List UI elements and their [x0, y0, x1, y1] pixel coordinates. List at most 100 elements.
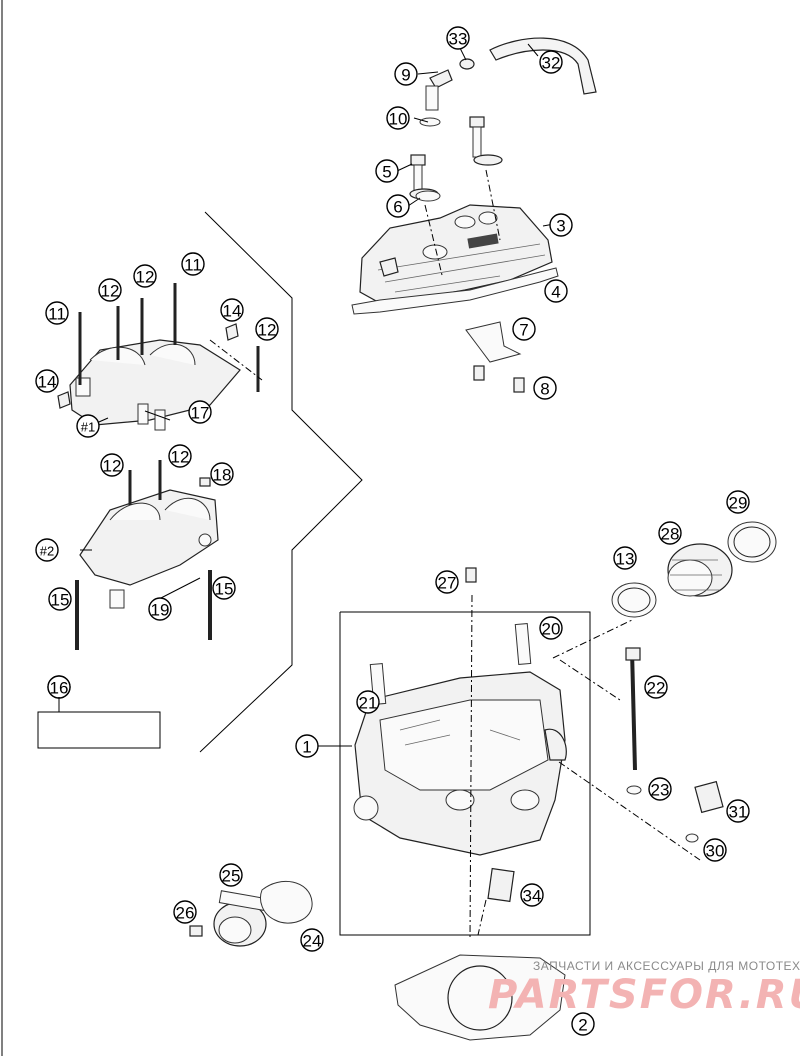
callout-c12a-circle — [98, 278, 122, 302]
dowel-pins-15 — [75, 460, 212, 650]
callout-c9: 9 — [394, 62, 418, 86]
callout-c32-circle — [539, 50, 563, 74]
callout-c19-circle — [148, 597, 172, 621]
callout-c11a-label: 11 — [48, 305, 66, 324]
callout-c11a-circle — [45, 301, 69, 325]
callout-c24-label: 24 — [303, 932, 322, 951]
callout-h2-circle — [35, 538, 59, 562]
nut-14b — [225, 323, 239, 341]
callout-c28-label: 28 — [661, 525, 680, 544]
callout-c12c: 12 — [255, 317, 279, 341]
screw-27 — [465, 567, 477, 583]
callout-c14a: 14 — [35, 369, 59, 393]
callout-c7-label: 7 — [519, 321, 528, 340]
callout-c12c-label: 12 — [258, 321, 277, 340]
callout-c5-circle — [375, 159, 399, 183]
callout-c30-label: 30 — [706, 842, 725, 861]
callout-c19: 19 — [148, 597, 172, 621]
washer-6 — [415, 190, 441, 202]
callout-c4: 4 — [544, 279, 568, 303]
callout-c8-label: 8 — [540, 380, 549, 399]
callout-c21-label: 21 — [359, 694, 378, 713]
callout-c18: 18 — [210, 462, 234, 486]
camshaft-bridge-lower — [79, 489, 219, 609]
callout-c28: 28 — [658, 521, 682, 545]
callout-c27-label: 27 — [438, 574, 457, 593]
callout-c15a: 15 — [48, 587, 72, 611]
valve-guide-20 — [514, 623, 532, 665]
callout-c12e-label: 12 — [171, 448, 190, 467]
callout-c8-circle — [533, 376, 557, 400]
cylinder-head-frame — [339, 611, 591, 936]
callout-h1: #1 — [76, 414, 100, 438]
callout-c14b-circle — [220, 298, 244, 322]
callout-h1-label: #1 — [81, 420, 95, 435]
callout-c10-label: 10 — [389, 110, 408, 129]
callout-c29-label: 29 — [729, 494, 748, 513]
callout-c19-label: 19 — [151, 601, 170, 620]
callout-c15b-circle — [212, 576, 236, 600]
callout-c11a: 11 — [45, 301, 69, 325]
temp-sensor — [694, 780, 724, 814]
callout-c15a-circle — [48, 587, 72, 611]
callout-c23-label: 23 — [651, 781, 670, 800]
callout-c11b-circle — [181, 252, 205, 276]
callout-c30: 30 — [703, 838, 727, 862]
callout-c26-circle — [173, 900, 197, 924]
callout-c1: 1 — [295, 734, 319, 758]
callout-c13-label: 13 — [616, 550, 635, 569]
callout-c17: 17 — [188, 400, 212, 424]
screw-26 — [189, 925, 203, 937]
callout-c12d: 12 — [100, 453, 124, 477]
callout-c31-label: 31 — [729, 803, 748, 822]
callout-c1-label: 1 — [302, 738, 311, 757]
callout-c15b: 15 — [212, 576, 236, 600]
callout-c24-circle — [300, 928, 324, 952]
callout-c32-label: 32 — [542, 54, 561, 73]
callout-kit-16-label: 16 — [50, 679, 69, 698]
cover-bracket — [465, 321, 522, 363]
center-lines — [209, 169, 701, 941]
callout-c25-circle — [219, 863, 243, 887]
head-gasket-bore — [447, 965, 513, 1031]
watermark-logo: PARTSFOR.RU — [488, 972, 800, 1018]
callout-c14b-label: 14 — [223, 302, 242, 321]
callout-c28-circle — [658, 521, 682, 545]
callout-c9-label: 9 — [401, 66, 410, 85]
plug-18 — [199, 477, 211, 487]
callout-c33: 33 — [446, 26, 470, 50]
exhaust-gasket-24 — [260, 881, 313, 924]
callout-c34: 34 — [520, 883, 544, 907]
cover-bolt-2 — [469, 116, 503, 166]
nut-14 — [57, 391, 71, 409]
callout-h2: #2 — [35, 538, 59, 562]
cylinder-head — [353, 671, 567, 856]
callout-h2-label: #2 — [40, 544, 54, 559]
callout-c22: 22 — [644, 675, 668, 699]
callout-c33-label: 33 — [449, 30, 468, 49]
washer-23 — [626, 785, 642, 795]
callout-c22-label: 22 — [647, 679, 666, 698]
callout-c14a-label: 14 — [38, 373, 57, 392]
hose-clip — [459, 58, 475, 70]
callout-c2-circle — [571, 1012, 595, 1036]
callout-c12b-circle — [133, 264, 157, 288]
callout-kit-16: 16 — [47, 675, 71, 699]
hose-clamp-13 — [611, 582, 657, 618]
callout-c1-circle — [295, 734, 319, 758]
plug-34 — [487, 867, 515, 903]
callout-c8: 8 — [533, 376, 557, 400]
callout-c7: 7 — [512, 317, 536, 341]
callout-c12b-label: 12 — [136, 268, 155, 287]
callout-c23-circle — [648, 777, 672, 801]
callout-c4-label: 4 — [551, 283, 560, 302]
callout-c21-circle — [356, 690, 380, 714]
watermark-tagline: ЗАПЧАСТИ И АКСЕССУАРЫ ДЛЯ МОТОТЕХНИКИ — [533, 959, 800, 973]
callout-c30-circle — [703, 838, 727, 862]
callout-c6-circle — [386, 194, 410, 218]
callout-h1-circle — [76, 414, 100, 438]
callout-c12a: 12 — [98, 278, 122, 302]
seal-ring-30 — [685, 833, 699, 843]
callout-c31-circle — [726, 799, 750, 823]
callout-c14b: 14 — [220, 298, 244, 322]
